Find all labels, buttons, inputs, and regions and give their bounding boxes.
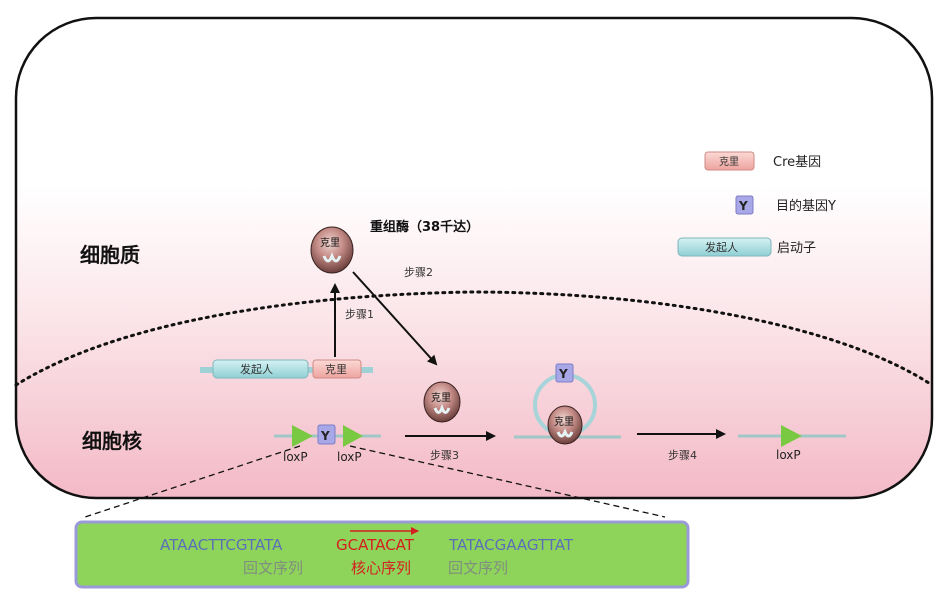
y-gene-label: Y — [320, 429, 330, 443]
loxp-right-label: loxP — [337, 450, 362, 464]
zoom-line-right — [349, 445, 666, 518]
loxp-left-triangle — [292, 425, 313, 447]
zoom-line-left — [84, 445, 301, 518]
promoter-box — [212, 359, 309, 379]
final-dna: loxP — [738, 425, 846, 462]
legend-y-box-label: Y — [738, 199, 748, 213]
step2-label: 步骤2 — [404, 266, 433, 279]
step4-label: 步骤4 — [668, 449, 697, 462]
nucleus-label: 细胞核 — [82, 429, 142, 453]
seq-core-label: 核心序列 — [351, 559, 411, 577]
enzyme-blob-label: 克里 — [320, 237, 340, 249]
legend-promoter-box — [677, 237, 772, 257]
recombination-loop: Y 克里 — [514, 363, 621, 445]
cytoplasm-label: 细胞质 — [80, 243, 140, 267]
enzyme-title: 重组酶（38千达） — [370, 219, 479, 235]
loxp-sequence-box: ATAACTTCGTATA GCATACAT TATACGAAGTTAT 回文序… — [74, 520, 690, 589]
legend-y-text: 目的基因Y — [776, 198, 836, 214]
cre-gene-label: 克里 — [325, 363, 347, 376]
cell-boundary — [14, 16, 934, 500]
promoter-label: 发起人 — [240, 362, 273, 376]
loop-enzyme-label: 克里 — [554, 416, 574, 428]
legend-promoter-text: 启动子 — [777, 241, 816, 256]
seq-left-label: 回文序列 — [243, 559, 303, 577]
enzyme-blob-label-2: 克里 — [431, 392, 451, 404]
legend-cre-box — [704, 151, 755, 171]
loxp-final-label: loxP — [776, 448, 801, 462]
step2-arrow — [352, 271, 438, 366]
step3-label: 步骤3 — [430, 449, 459, 462]
cre-gene-box — [312, 359, 362, 379]
nuclear-membrane — [14, 290, 934, 387]
loop-y-box — [555, 363, 574, 383]
loxp-left-label: loxP — [283, 450, 308, 464]
cre-enzyme-cytoplasm: 克里 — [310, 226, 354, 274]
loxp-right-triangle — [343, 425, 363, 447]
legend: 克里 Cre基因 Y 目的基因Y 发起人 启动子 — [677, 151, 836, 257]
legend-promoter-box-label: 发起人 — [705, 240, 738, 254]
loxp-final-triangle — [781, 425, 802, 447]
y-gene-box — [317, 424, 336, 445]
legend-y-box — [735, 195, 754, 215]
seq-core: GCATACAT — [336, 536, 415, 554]
legend-cre-text: Cre基因 — [773, 155, 821, 170]
step1-label: 步骤1 — [345, 308, 374, 321]
legend-cre-box-label: 克里 — [719, 156, 739, 168]
loop-y-label: Y — [558, 367, 568, 381]
seq-left: ATAACTTCGTATA — [160, 536, 283, 554]
cre-enzyme-nucleus: 克里 — [423, 381, 461, 423]
dna-loxp-y: Y loxP loxP — [274, 424, 381, 464]
seq-right: TATACGAAGTTAT — [448, 536, 574, 554]
seq-right-label: 回文序列 — [448, 559, 508, 577]
promoter-cre-construct: 发起人 克里 — [200, 359, 373, 379]
